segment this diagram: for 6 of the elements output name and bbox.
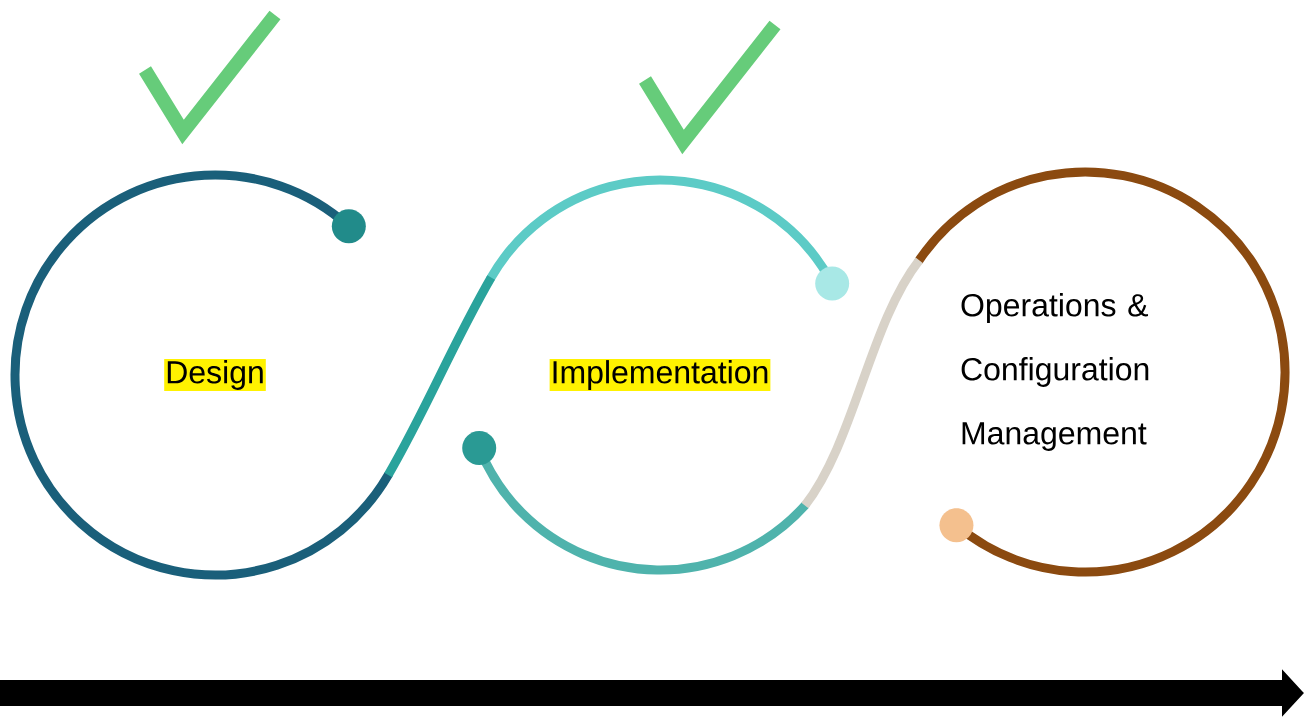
- connector-curve: [801, 257, 923, 509]
- loop-node: Design: [10, 170, 393, 580]
- connector-curve: [384, 275, 496, 478]
- node-label: Operations & Configuration Management: [961, 293, 1149, 451]
- loop-node: Operations & Configuration Management: [914, 167, 1290, 577]
- loop-node: Implementation: [462, 175, 850, 575]
